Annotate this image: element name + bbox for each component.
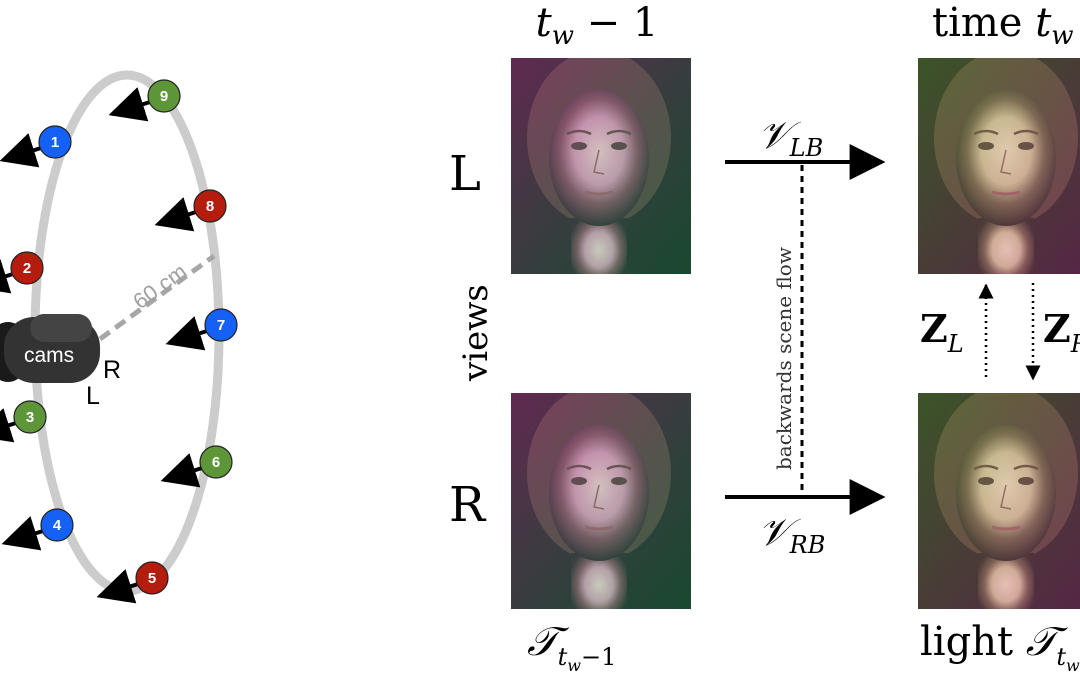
distance-line — [98, 253, 216, 342]
light-2: 2 — [0, 251, 44, 294]
light-direction-arrow — [160, 453, 203, 488]
camera-rig: cams — [0, 314, 100, 383]
arrow-bottom-label: 𝒱RB — [758, 512, 825, 559]
light-circle — [193, 189, 227, 223]
cams-label: cams — [24, 344, 74, 367]
light-3: 3 — [0, 400, 47, 443]
light-number: 6 — [212, 454, 220, 471]
light-number: 2 — [23, 260, 31, 277]
arrow-top-label: 𝒱LB — [758, 115, 823, 162]
light-circle — [147, 79, 181, 113]
light-6: 6 — [160, 445, 233, 488]
light-circle — [38, 125, 72, 159]
curr-light-label: light 𝒯tw — [920, 619, 1080, 675]
face-prev-right — [511, 393, 691, 609]
camera-top — [30, 314, 92, 342]
light-number: 5 — [148, 570, 156, 587]
prev-light-label: 𝒯tw−1 — [527, 619, 616, 675]
light-7: 7 — [165, 308, 238, 351]
cam-l-label: L — [86, 382, 100, 410]
z-right-label: ZR — [1043, 306, 1080, 358]
distance-label: 60 cm — [128, 259, 191, 314]
scene-flow-label: backwards scene flow — [772, 247, 796, 470]
light-number: 8 — [206, 198, 214, 215]
light-direction-arrow — [0, 259, 14, 294]
face-curr-right — [918, 393, 1080, 609]
light-4: 4 — [1, 508, 74, 551]
light-direction-arrow — [154, 197, 197, 232]
prev-time-header: tw − 1 — [536, 0, 659, 51]
light-rig: 60 cm cams R L 1 2 3 4 5 6 7 8 9 — [0, 70, 238, 604]
light-circle — [135, 561, 169, 595]
light-direction-arrow — [1, 516, 44, 551]
light-1: 1 — [0, 125, 72, 168]
light-number: 1 — [51, 134, 59, 151]
lights-layer: 1 2 3 4 5 6 7 8 9 — [0, 79, 238, 604]
light-circle — [199, 445, 233, 479]
light-circle — [204, 308, 238, 342]
face-prev-left — [511, 58, 691, 274]
light-number: 7 — [217, 317, 225, 334]
light-circle — [10, 251, 44, 285]
light-9: 9 — [108, 79, 181, 122]
face-curr-left — [918, 58, 1080, 274]
row-label-l: L — [449, 146, 481, 202]
light-number: 9 — [160, 88, 168, 105]
light-5: 5 — [96, 561, 169, 604]
row-label-r: R — [449, 477, 487, 533]
cam-r-label: R — [103, 356, 121, 384]
light-number: 4 — [53, 517, 62, 534]
light-circle — [40, 508, 74, 542]
faces-layer — [511, 58, 1080, 609]
light-direction-arrow — [0, 133, 42, 168]
curr-time-header: time tw — [932, 0, 1074, 51]
light-direction-arrow — [108, 87, 151, 122]
z-left-label: ZL — [920, 306, 964, 358]
light-direction-arrow — [165, 316, 208, 351]
light-direction-arrow — [0, 408, 17, 443]
light-8: 8 — [154, 189, 227, 232]
views-axis-label: views — [456, 284, 496, 382]
light-number: 3 — [26, 409, 34, 426]
light-direction-arrow — [96, 569, 139, 604]
light-circle — [13, 400, 47, 434]
